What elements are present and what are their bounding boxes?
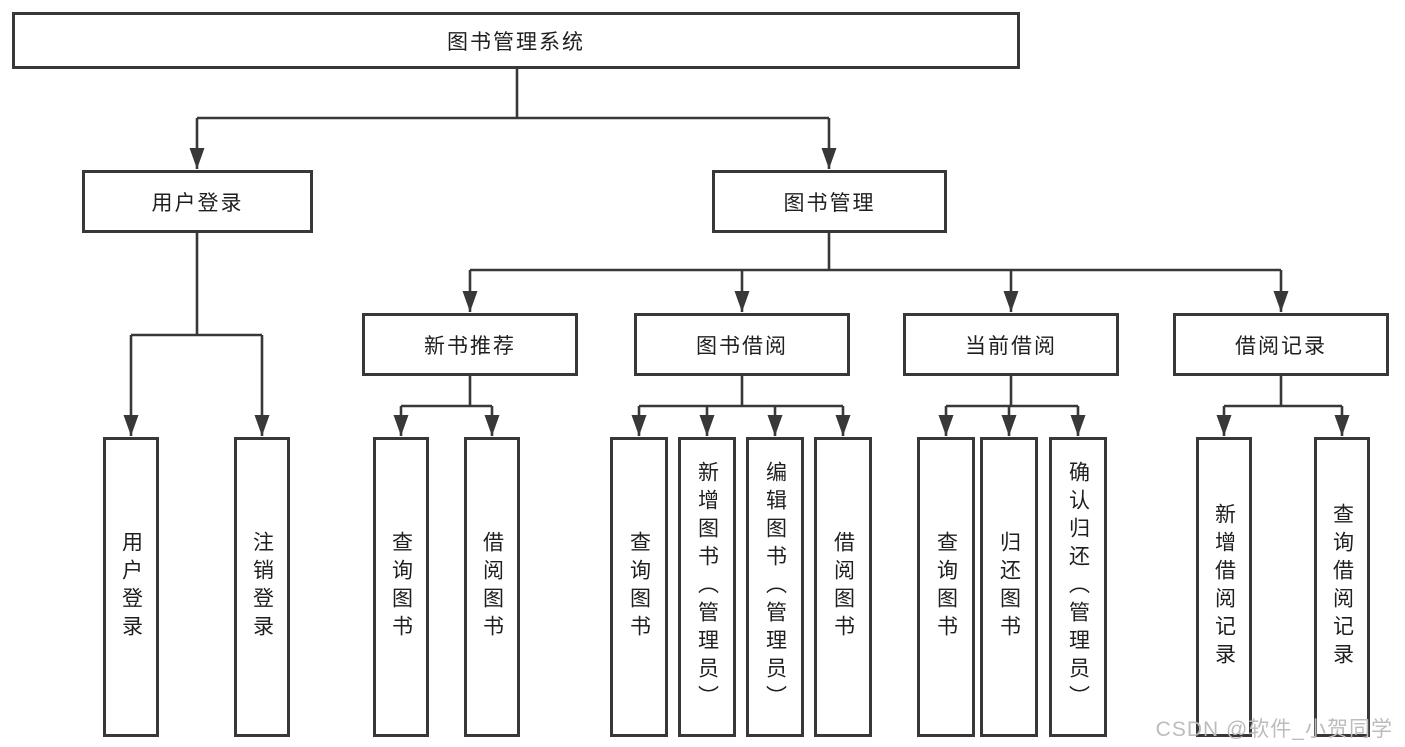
node-current-borrow: 当前借阅 <box>903 313 1119 376</box>
leaf-return-books: 归还图书 <box>980 437 1038 737</box>
leaf-label: 借阅图书 <box>831 531 855 643</box>
node-root-system: 图书管理系统 <box>12 12 1020 69</box>
leaf-logout: 注销登录 <box>234 437 290 737</box>
node-borrow-records: 借阅记录 <box>1173 313 1389 376</box>
leaf-borrow-books: 借阅图书 <box>814 437 872 737</box>
wire-records-bus <box>1224 376 1342 408</box>
leaf-label: 借阅图书 <box>480 531 504 643</box>
leaf-label: 查询借阅记录 <box>1330 503 1354 671</box>
wire-bookmgmt-bus <box>470 233 1281 272</box>
leaf-query-books-recommend: 查询图书 <box>373 437 429 737</box>
node-book-management: 图书管理 <box>712 170 947 233</box>
leaf-add-borrow-record: 新增借阅记录 <box>1196 437 1252 737</box>
leaf-label: 确认归还（管理员） <box>1066 461 1090 713</box>
wire-newbook-bus <box>401 376 492 408</box>
leaf-label: 新增借阅记录 <box>1212 503 1236 671</box>
leaf-query-books-borrow: 查询图书 <box>610 437 668 737</box>
csdn-watermark: CSDN @软件_小贺同学 <box>1155 718 1393 741</box>
wire-userlogin-bus <box>131 233 262 337</box>
leaf-borrow-books-recommend: 借阅图书 <box>464 437 520 737</box>
leaf-label: 新增图书（管理员） <box>695 461 719 713</box>
leaf-label: 注销登录 <box>250 531 274 643</box>
leaf-label: 归还图书 <box>997 531 1021 643</box>
leaf-user-login: 用户登录 <box>103 437 159 737</box>
wire-current-bus <box>946 376 1078 408</box>
leaf-add-books-admin: 新增图书（管理员） <box>678 437 736 737</box>
leaf-label: 查询图书 <box>934 531 958 643</box>
leaf-confirm-return-admin: 确认归还（管理员） <box>1049 437 1107 737</box>
node-new-book-recommend: 新书推荐 <box>362 313 578 376</box>
node-user-login: 用户登录 <box>82 170 313 233</box>
leaf-label: 查询图书 <box>389 531 413 643</box>
leaf-label: 查询图书 <box>627 531 651 643</box>
wire-borrow-bus <box>639 376 843 408</box>
wire-root-bus <box>197 69 829 120</box>
leaf-query-books-current: 查询图书 <box>917 437 975 737</box>
leaf-label: 编辑图书（管理员） <box>763 461 787 713</box>
node-book-borrow: 图书借阅 <box>634 313 850 376</box>
leaf-label: 用户登录 <box>119 531 143 643</box>
leaf-query-borrow-record: 查询借阅记录 <box>1314 437 1370 737</box>
leaf-edit-books-admin: 编辑图书（管理员） <box>746 437 804 737</box>
